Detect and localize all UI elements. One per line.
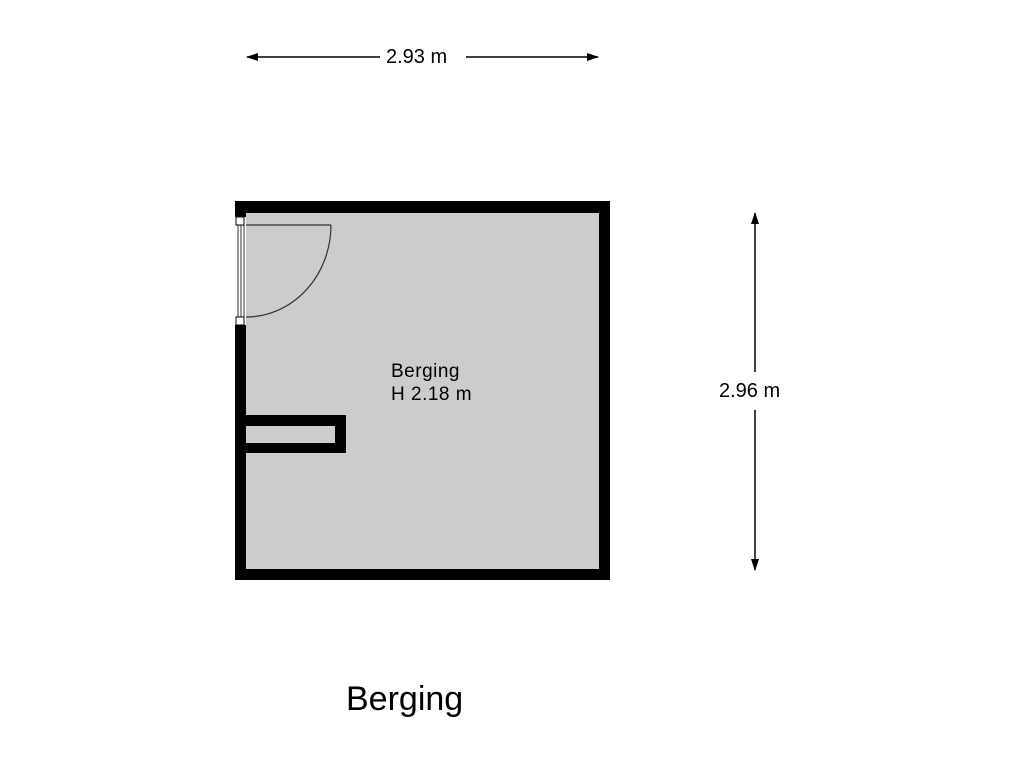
shelf [246, 415, 346, 453]
door [235, 216, 332, 326]
width-dimension-label: 2.93 m [386, 46, 448, 68]
height-dimension-label: 2.96 m [719, 380, 781, 403]
room-height: H 2.18 m [391, 384, 473, 405]
room-name: Berging [391, 361, 460, 382]
room-floor [240, 207, 605, 575]
walls [235, 201, 610, 580]
plan-title: Berging [346, 680, 464, 718]
